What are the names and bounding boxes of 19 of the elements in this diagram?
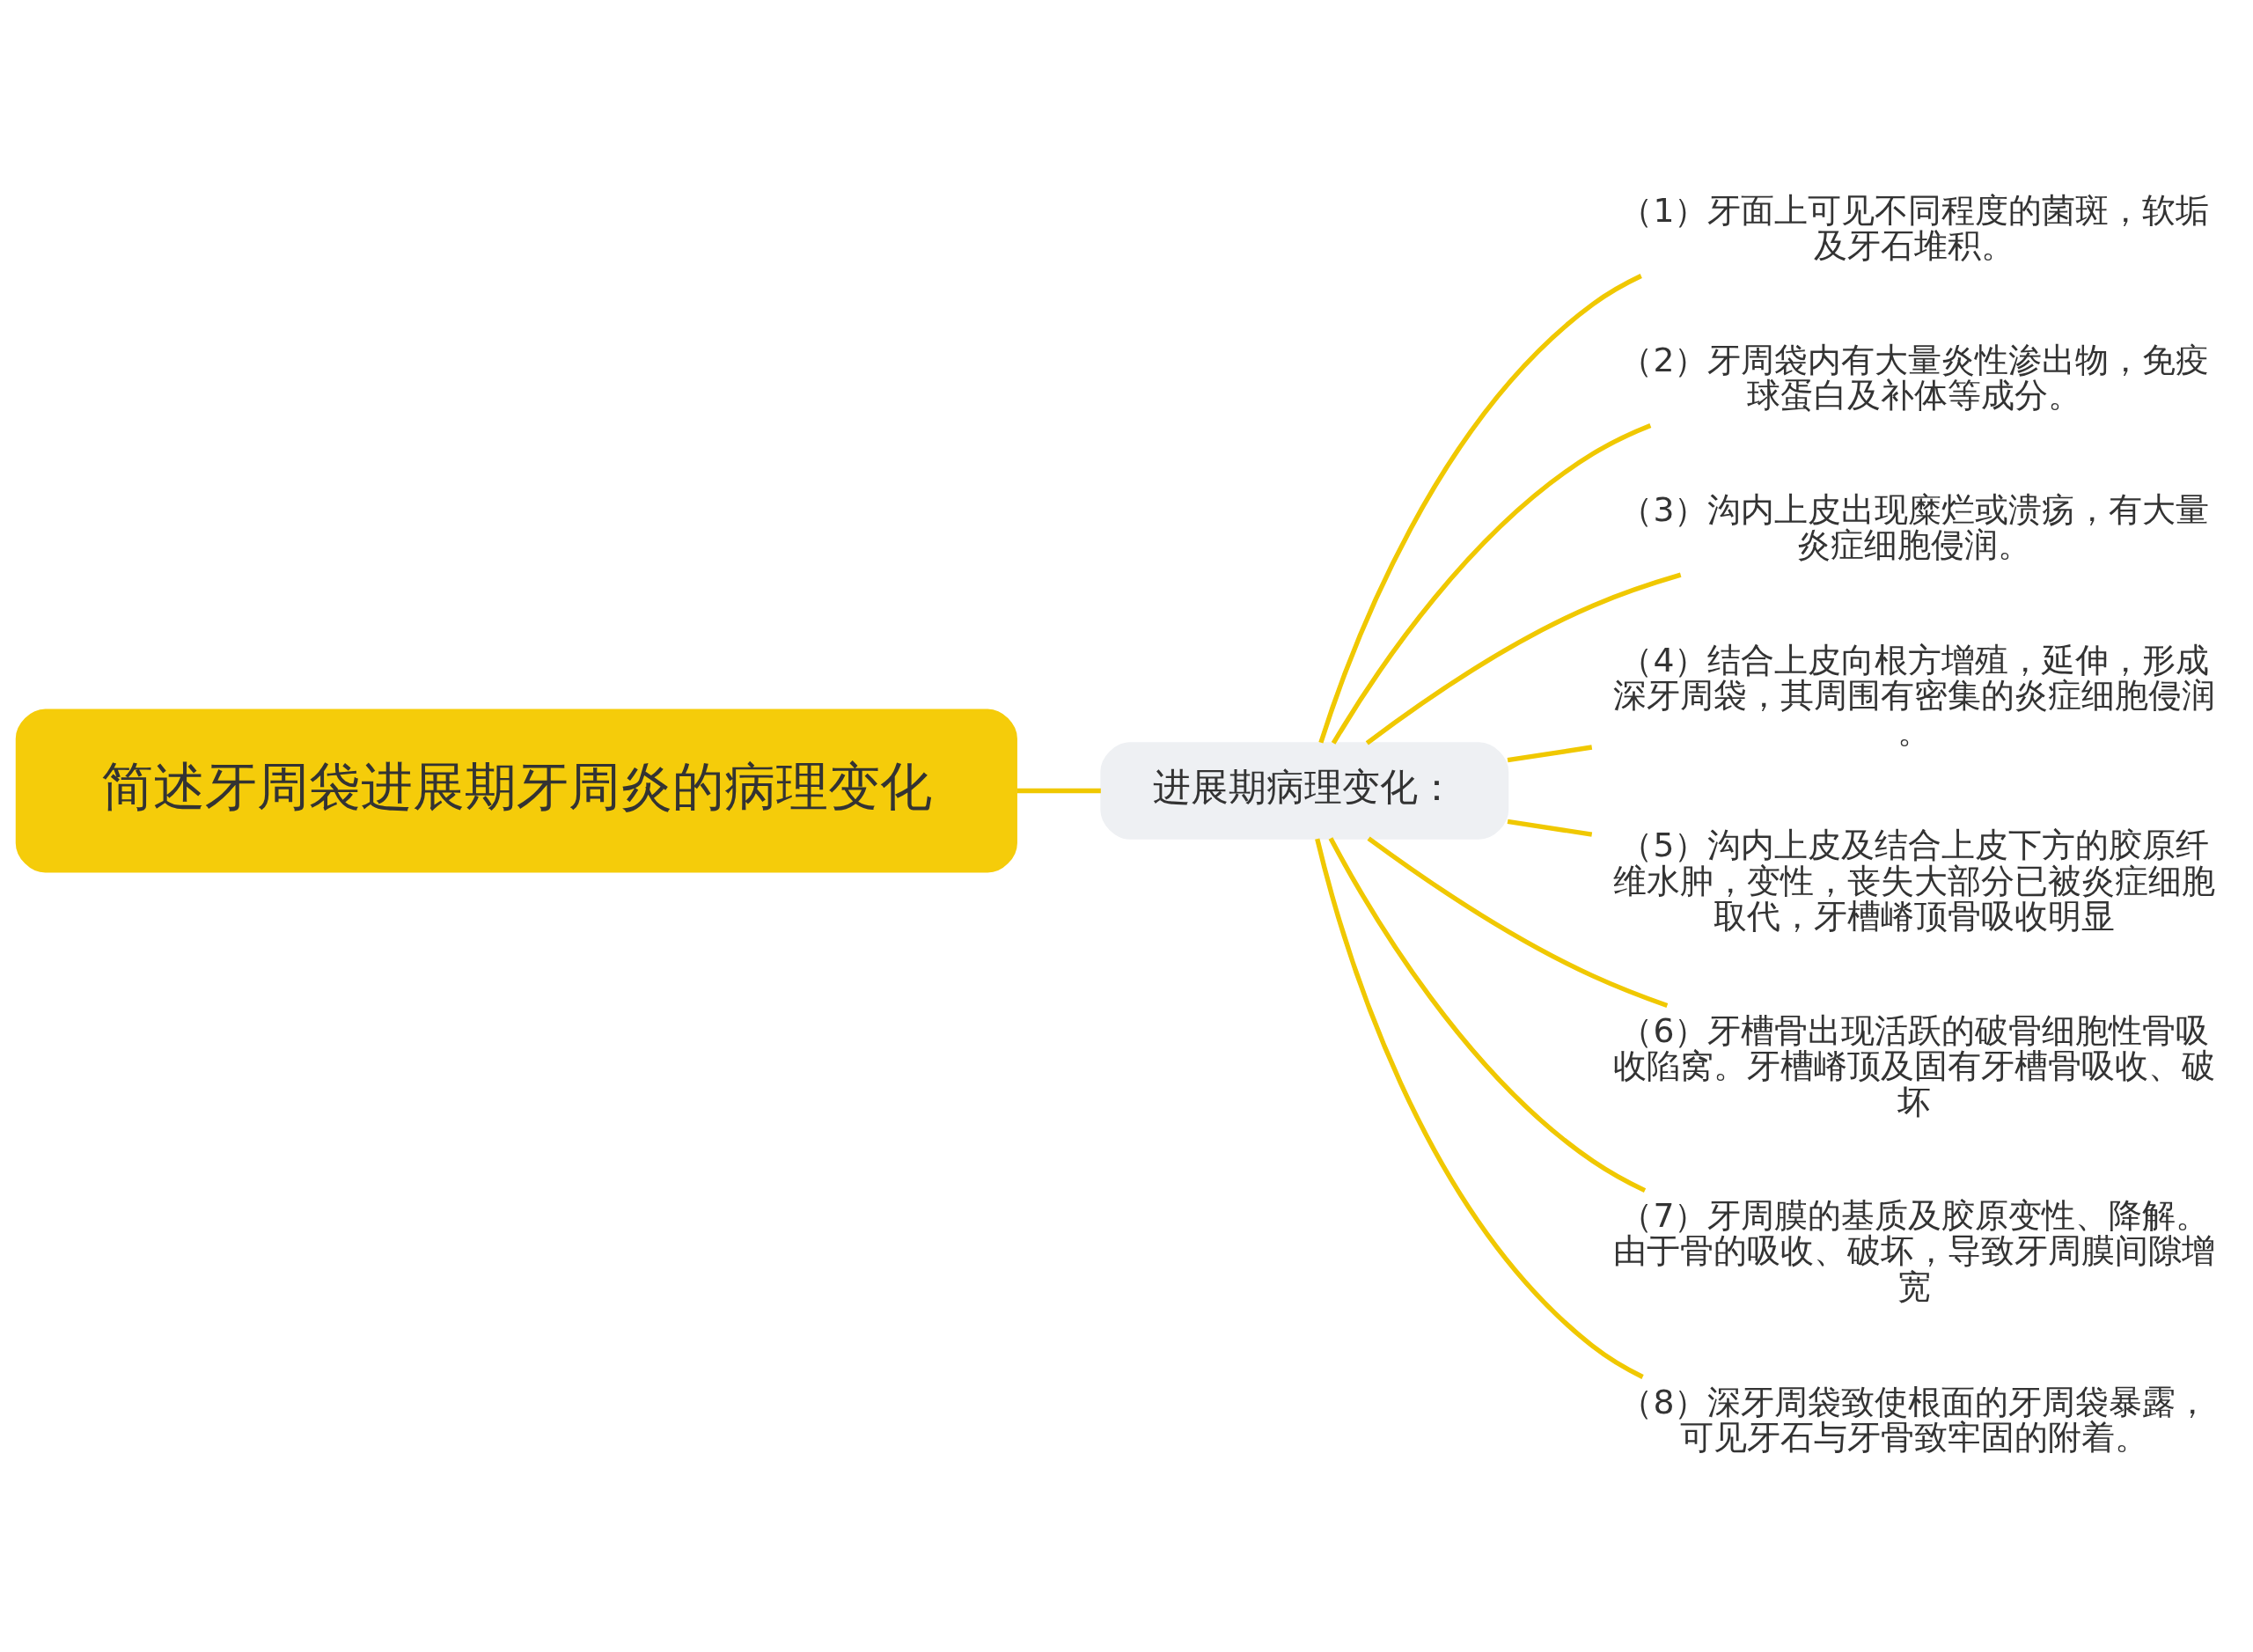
node-text: （8）深牙周袋致使根面的牙周袋暴露，可见牙石与牙骨致牢固的附着。 (1619, 1382, 2210, 1457)
node-text: （3）沟内上皮出现糜烂或溃疡，有大量炎症细胞侵润。 (1619, 489, 2210, 564)
connector (1016, 788, 1101, 793)
node-box: 进展期病理变化： (1100, 741, 1509, 840)
connector (1507, 744, 1593, 762)
node-text: （7）牙周膜的基质及胶原变性、降解。由于骨的吸收、破坏，导致牙周膜间隙增宽 (1613, 1195, 2216, 1306)
connector (1318, 273, 1642, 744)
node-text: （4）结合上皮向根方增殖，延伸，形成深牙周袋，其周围有密集的炎症细胞侵润。 (1613, 640, 2216, 751)
node-text: （2）牙周袋内有大量炎性渗出物，免疫球蛋白及补体等成分。 (1619, 340, 2210, 415)
connector (1328, 836, 1647, 1193)
node-box: 简述牙周袋进展期牙周炎的病理变化 (15, 709, 1017, 873)
connector (1507, 819, 1593, 837)
connector (1367, 835, 1669, 1008)
connector (1365, 572, 1682, 745)
node-text: （1）牙面上可见不同程度的菌斑，软垢及牙石堆积。 (1619, 190, 2210, 265)
node-text: （6）牙槽骨出现活跃的破骨细胞性骨吸收陷窝。牙槽嵴顶及固有牙槽骨吸收、破坏 (1613, 1010, 2216, 1121)
connector (1331, 422, 1652, 745)
node-text: （5）沟内上皮及结合上皮下方的胶原纤维水肿，变性，丧失大部分已被炎症细胞取代，牙槽嵴顶骨吸收明显 (1613, 825, 2216, 936)
connector (1315, 838, 1644, 1379)
